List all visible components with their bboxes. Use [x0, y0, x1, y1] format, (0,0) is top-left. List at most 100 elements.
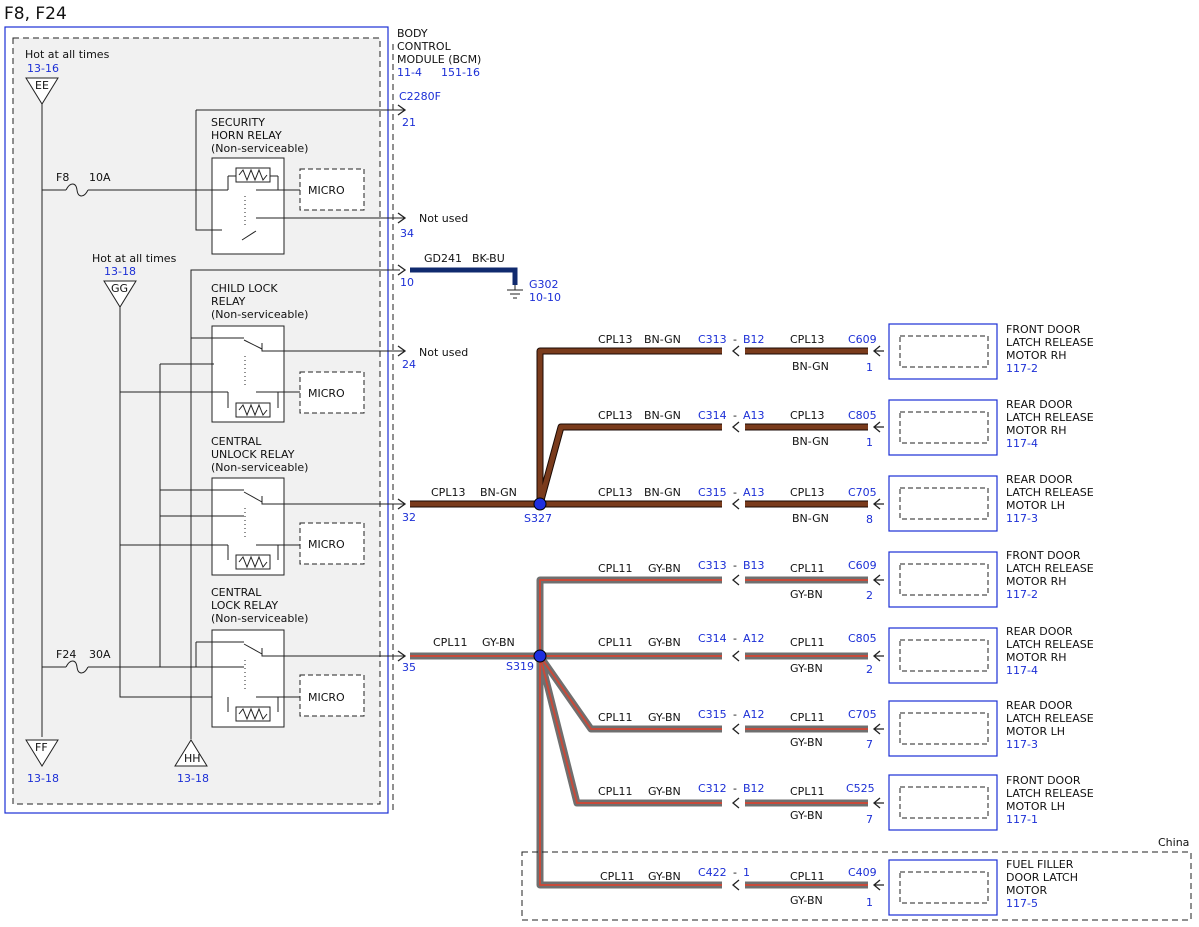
pin-arrows-icon — [397, 104, 407, 662]
row-inline-pin: A13 — [743, 409, 765, 422]
security-relay-wiring — [195, 109, 404, 241]
pin-34: 34 — [400, 227, 414, 240]
row-inline-pin: A12 — [743, 708, 765, 721]
security-relay-micro-box — [299, 168, 365, 211]
pin-32: 32 — [402, 511, 416, 524]
ground-color: BK-BU — [472, 252, 505, 265]
bngn-harness-core — [410, 348, 722, 507]
row-connector-pin: 7 — [866, 738, 873, 751]
row-dash: - — [733, 782, 737, 795]
child-relay-label-1: CHILD LOCK — [211, 282, 278, 295]
row-circuit: CPL13 — [598, 409, 632, 422]
row-inline-pin: A12 — [743, 632, 765, 645]
row-connector: C609 — [848, 559, 877, 572]
hh-bus-wire — [190, 269, 400, 739]
unlock-relay-micro-box — [299, 522, 365, 565]
lock-relay-micro-box — [299, 674, 365, 717]
lock-relay-label-2: LOCK RELAY — [211, 599, 278, 612]
row-connector-pin: 8 — [866, 513, 873, 526]
gybn-trunk-color: GY-BN — [482, 636, 515, 649]
row-circuit-2: CPL11 — [790, 562, 824, 575]
ground-circuit: GD241 — [424, 252, 462, 265]
child-relay-label-3: (Non-serviceable) — [211, 308, 308, 321]
gybn-row: CPL11 GY-BN C314 - A12 CPL11 GY-BN C805 … — [598, 625, 1094, 684]
component-box — [888, 627, 998, 684]
gg-symbol: GG — [111, 282, 128, 295]
row-color-2: BN-GN — [792, 512, 829, 525]
component-ref: 117-2 — [1006, 588, 1038, 601]
pin-35: 35 — [402, 661, 416, 674]
gybn-row: CPL11 GY-BN C422 - 1 CPL11 GY-BN C409 1 … — [600, 858, 1078, 916]
row-circuit: CPL11 — [598, 711, 632, 724]
component-inner-box — [899, 335, 989, 368]
fuse-f8-rating: 10A — [89, 171, 111, 184]
row-connector-pin: 1 — [866, 361, 873, 374]
gybn-harness — [410, 576, 722, 889]
row-circuit-2: CPL13 — [790, 486, 824, 499]
connector-arrow-icon — [872, 797, 884, 809]
row-connector-pin: 7 — [866, 813, 873, 826]
row-inline-connector: C315 — [698, 708, 727, 721]
component-inner-box — [899, 712, 989, 745]
bcm-label-1: BODY — [397, 27, 428, 40]
unlock-relay-micro: MICRO — [308, 538, 345, 551]
pin-24-not-used: Not used — [419, 346, 468, 359]
row-color-2: GY-BN — [790, 588, 823, 601]
component-label-3: MOTOR RH — [1006, 651, 1067, 664]
bngn-row: CPL13 BN-GN C314 - A13 CPL13 BN-GN C805 … — [598, 398, 1094, 456]
bngn-trunk-color: BN-GN — [480, 486, 517, 499]
connector-arrow-icon — [872, 879, 884, 891]
gg-ref: 13-18 — [104, 265, 136, 278]
component-box — [888, 323, 998, 380]
connector-arrow-icon — [872, 421, 884, 433]
row-inline-connector: C313 — [698, 333, 727, 346]
component-box — [888, 475, 998, 532]
row-color-2: BN-GN — [792, 435, 829, 448]
gybn-row: CPL11 GY-BN C312 - B12 CPL11 GY-BN C525 … — [598, 774, 1094, 831]
ground-name: G302 — [529, 278, 559, 291]
component-label-3: MOTOR LH — [1006, 800, 1065, 813]
splice-s319: S319 — [506, 660, 534, 673]
security-relay-label-1: SECURITY — [211, 116, 265, 129]
row-inline-connector: C312 — [698, 782, 727, 795]
ff-symbol: FF — [35, 741, 48, 754]
component-box — [888, 859, 998, 916]
component-ref: 117-3 — [1006, 738, 1038, 751]
inline-connector-icon — [731, 421, 740, 433]
component-label-1: FRONT DOOR — [1006, 549, 1081, 562]
row-connector: C805 — [848, 409, 877, 422]
component-label-3: MOTOR LH — [1006, 725, 1065, 738]
row-inline-connector: C313 — [698, 559, 727, 572]
component-label-2: LATCH RELEASE — [1006, 562, 1094, 575]
row-circuit: CPL13 — [598, 486, 632, 499]
component-inner-box — [899, 786, 989, 819]
bcm-label-2: CONTROL — [397, 40, 452, 53]
component-label-3: MOTOR — [1006, 884, 1048, 897]
row-color: GY-BN — [648, 711, 681, 724]
security-relay-label-2: HORN RELAY — [211, 129, 282, 142]
ee-label: Hot at all times — [25, 48, 110, 61]
row-color-2: GY-BN — [790, 809, 823, 822]
bcm-ref-2: 151-16 — [441, 66, 480, 79]
row-inline-pin: B12 — [743, 333, 765, 346]
inline-connector-icon — [731, 345, 740, 357]
ff-ref: 13-18 — [27, 772, 59, 785]
row-color-2: GY-BN — [790, 736, 823, 749]
component-box — [888, 399, 998, 456]
row-dash: - — [733, 866, 737, 879]
row-dash: - — [733, 632, 737, 645]
hh-ground-symbol — [174, 739, 208, 767]
child-relay-label-2: RELAY — [211, 295, 246, 308]
ground-wire — [410, 267, 518, 285]
child-relay-switch-contact — [243, 339, 263, 350]
lock-relay-wiring — [159, 364, 404, 712]
component-inner-box — [899, 871, 989, 904]
inline-connector-icon — [731, 574, 740, 586]
row-circuit: CPL11 — [598, 785, 632, 798]
gybn-row: CPL11 GY-BN C313 - B13 CPL11 GY-BN C609 … — [598, 549, 1094, 608]
hh-symbol: HH — [184, 752, 201, 765]
row-color: BN-GN — [644, 486, 681, 499]
row-connector: C609 — [848, 333, 877, 346]
child-relay-micro: MICRO — [308, 387, 345, 400]
hh-ref: 13-18 — [177, 772, 209, 785]
